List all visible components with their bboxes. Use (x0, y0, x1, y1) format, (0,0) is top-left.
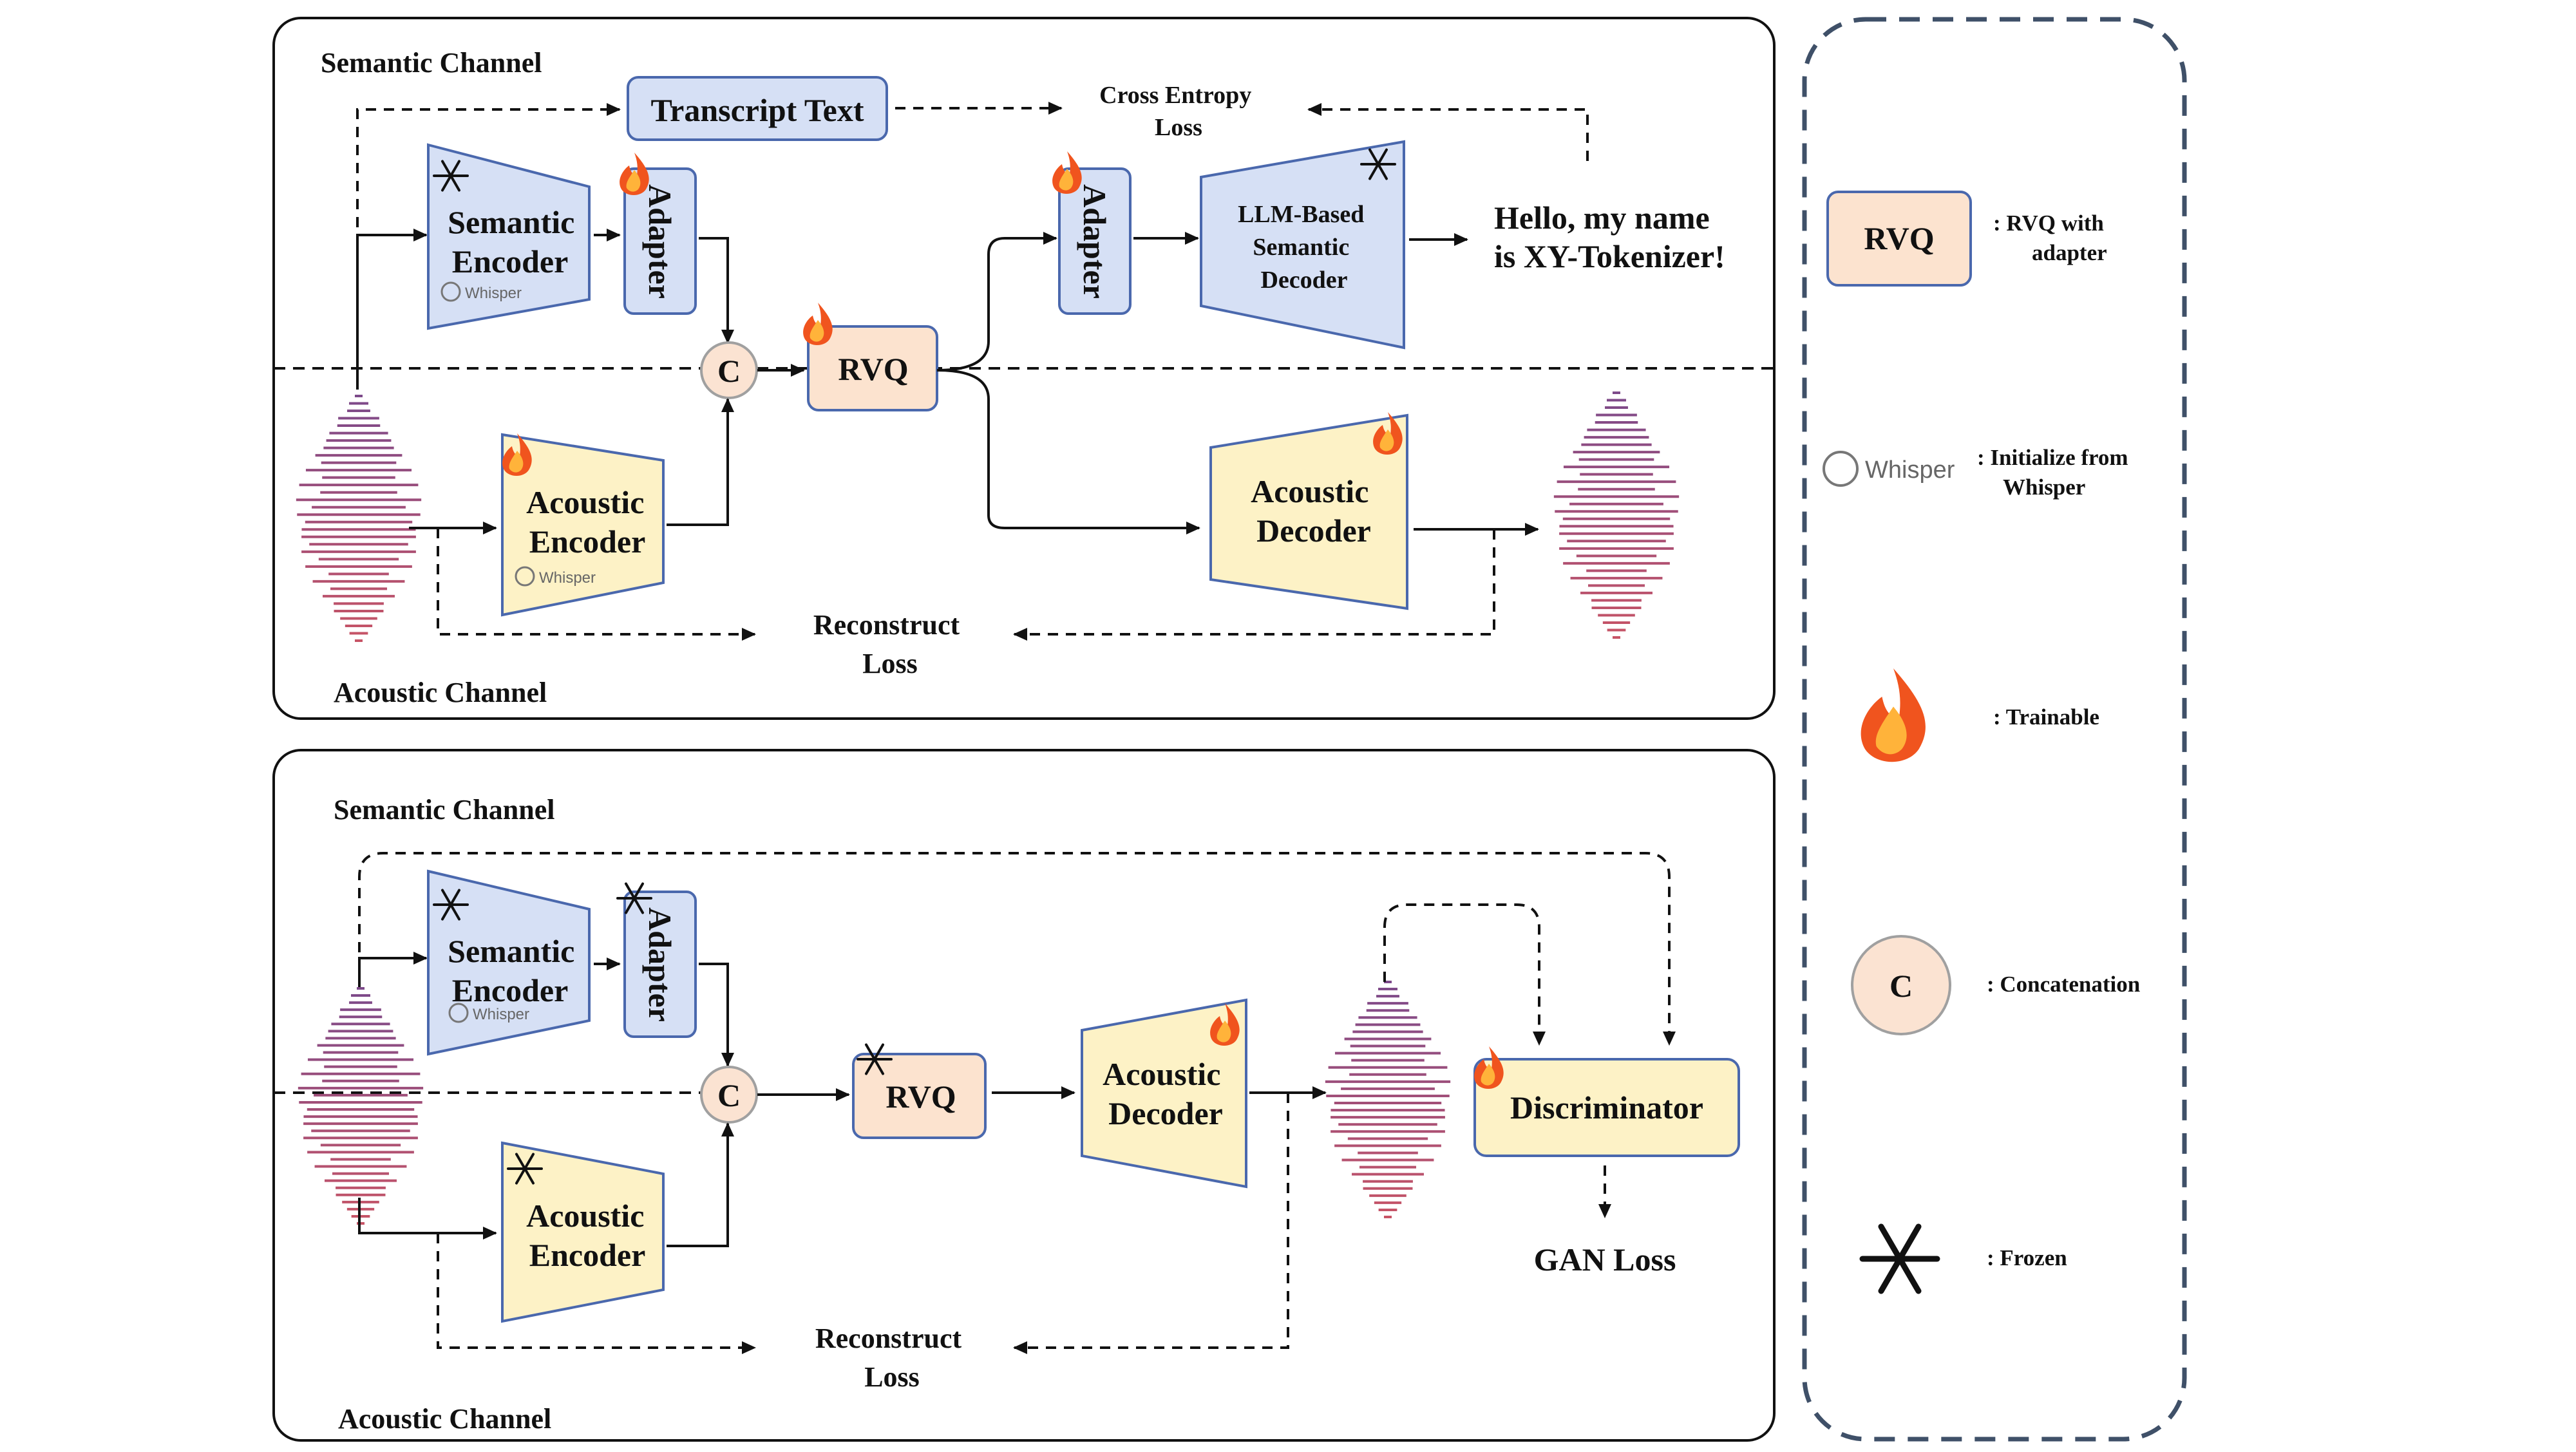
bottom-input-to-reconstruct-loss-arrow (437, 1233, 756, 1354)
bottom-semantic-adapter-snowflake-icon (616, 882, 652, 914)
legend-concat-label: C (1889, 968, 1913, 1004)
legend-whisper-desc: : Initialize from Whisper (1977, 445, 2134, 500)
output-to-discriminator-dashed-arrow (1383, 903, 1546, 1046)
top-acoustic-decoder (1209, 413, 1408, 610)
top-audio-to-semantic-encoder-arrow (356, 229, 428, 390)
bottom-acoustic-encoder-snowflake-icon (507, 1153, 543, 1185)
legend-whisper-logo-icon: Whisper (1823, 451, 1955, 487)
bottom-semantic-adapter (623, 891, 697, 1038)
bottom-acoustic-encoder-to-concat-arrow (667, 1122, 734, 1247)
legend-flame-icon (1861, 668, 1926, 762)
bottom-rvq-snowflake-icon (857, 1043, 893, 1075)
bottom-acoustic-encoder (501, 1141, 665, 1323)
legend-rvq-label: RVQ (1864, 220, 1934, 256)
bottom-acoustic-decoder-label: Acoustic Decoder (1103, 1056, 1229, 1131)
bottom-panel: Semantic Channel Acoustic Channel Semant… (272, 749, 1776, 1442)
top-concat-label: C (717, 353, 741, 389)
bottom-semantic-encoder (427, 869, 591, 1056)
transcript-text-box (627, 76, 888, 141)
top-decoder-adapter (1058, 167, 1132, 315)
top-reconstruct-loss-label: Reconstruct Loss (813, 609, 967, 679)
legend-snowflake-icon (1859, 1223, 1940, 1294)
top-semantic-adapter-label: Adapter (642, 184, 678, 299)
legend-panel: RVQ : RVQ with adapter Whisper : Initial… (1802, 17, 2187, 1442)
top-acoustic-encoder-label: Acoustic Encoder (526, 484, 652, 560)
bottom-panel-border (272, 749, 1776, 1442)
top-semantic-channel-label: Semantic Channel (321, 47, 542, 79)
llm-semantic-decoder (1200, 140, 1405, 350)
rvq-to-semantic-adapter-arrow (936, 232, 1057, 372)
legend-rvq-desc: : RVQ with adapter (1993, 211, 2110, 265)
input-to-discriminator-dashed-arrow (358, 852, 1676, 1046)
svg-text:Whisper: Whisper (539, 569, 596, 587)
svg-text:Whisper: Whisper (465, 285, 522, 302)
legend-concat-node (1851, 935, 1951, 1035)
svg-text:Whisper: Whisper (473, 1006, 529, 1023)
bottom-rvq-label: RVQ (886, 1079, 956, 1115)
top-rvq-box (807, 325, 938, 411)
bottom-concat-label: C (717, 1077, 741, 1113)
top-panel: Semantic Channel Acoustic Channel Transc… (272, 17, 1776, 720)
bottom-semantic-encoder-whisper-icon: Whisper (448, 1003, 529, 1023)
top-acoustic-encoder-to-concat-arrow (667, 398, 734, 526)
bottom-acoustic-encoder-label: Acoustic Encoder (526, 1198, 652, 1273)
discriminator-flame-icon (1474, 1046, 1504, 1089)
top-output-to-reconstruct-loss-arrow (1013, 529, 1495, 641)
bottom-acoustic-decoder-flame-icon (1210, 1003, 1240, 1046)
top-output-waveform (1553, 391, 1680, 639)
top-adapter-to-concat-arrow (699, 237, 734, 344)
llm-semantic-decoder-label: LLM-Based Semantic Decoder (1238, 201, 1370, 294)
top-decoder-adapter-label: Adapter (1077, 184, 1113, 299)
bottom-input-waveform (298, 987, 424, 1225)
bottom-audio-to-acoustic-encoder-arrow (358, 1198, 497, 1240)
legend-rvq-box (1826, 191, 1972, 287)
legend-border (1802, 17, 2187, 1442)
legend-frozen-desc: : Frozen (1987, 1245, 2067, 1270)
transcript-text-label: Transcript Text (650, 92, 864, 128)
top-acoustic-decoder-flame-icon (1373, 412, 1403, 455)
cross-entropy-loss-label: Cross Entropy Loss (1099, 82, 1258, 141)
top-input-waveform (296, 395, 422, 642)
legend-concat-desc: : Concatenation (1987, 972, 2140, 997)
bottom-audio-to-semantic-encoder-arrow (358, 952, 428, 988)
top-acoustic-encoder (501, 433, 665, 617)
legend-trainable-desc: : Trainable (1993, 704, 2099, 730)
top-rvq-flame-icon (803, 303, 833, 345)
bottom-semantic-channel-label: Semantic Channel (334, 794, 554, 825)
bottom-acoustic-channel-label: Acoustic Channel (338, 1403, 551, 1435)
bottom-acoustic-decoder (1081, 998, 1247, 1189)
bottom-semantic-encoder-label: Semantic Encoder (448, 933, 583, 1008)
top-semantic-encoder-label: Semantic Encoder (448, 204, 583, 279)
bottom-adapter-to-concat-arrow (699, 963, 734, 1067)
top-semantic-adapter-flame-icon (620, 153, 649, 195)
top-acoustic-decoder-label: Acoustic Decoder (1251, 473, 1377, 549)
llm-decoder-snowflake-icon (1360, 148, 1396, 180)
top-acoustic-encoder-flame-icon (502, 433, 532, 476)
top-rvq-label: RVQ (838, 351, 908, 387)
top-semantic-encoder-whisper-icon: Whisper (440, 281, 522, 302)
top-decoder-adapter-flame-icon (1052, 151, 1082, 194)
bottom-semantic-encoder-snowflake-icon (433, 889, 469, 921)
discriminator-label: Discriminator (1510, 1089, 1703, 1126)
top-acoustic-encoder-whisper-icon: Whisper (515, 566, 596, 587)
bottom-semantic-adapter-label: Adapter (642, 907, 678, 1022)
top-semantic-encoder-snowflake-icon (433, 160, 469, 192)
bottom-output-waveform (1325, 981, 1451, 1218)
output-to-loss-arrow (1307, 103, 1589, 161)
output-text: Hello, my name is XY-Tokenizer! (1494, 200, 1725, 274)
svg-text:Whisper: Whisper (1865, 457, 1955, 484)
bottom-reconstruct-loss-label: Reconstruct Loss (815, 1323, 969, 1393)
gan-loss-label: GAN Loss (1534, 1241, 1676, 1278)
rvq-to-acoustic-decoder-arrow (936, 369, 1200, 534)
top-acoustic-channel-label: Acoustic Channel (334, 677, 547, 708)
bottom-rvq-box (852, 1053, 987, 1139)
discriminator-box (1473, 1058, 1740, 1157)
bottom-output-to-reconstruct-loss-arrow (1013, 1093, 1289, 1354)
top-semantic-adapter (623, 167, 697, 315)
top-semantic-encoder (427, 143, 591, 330)
